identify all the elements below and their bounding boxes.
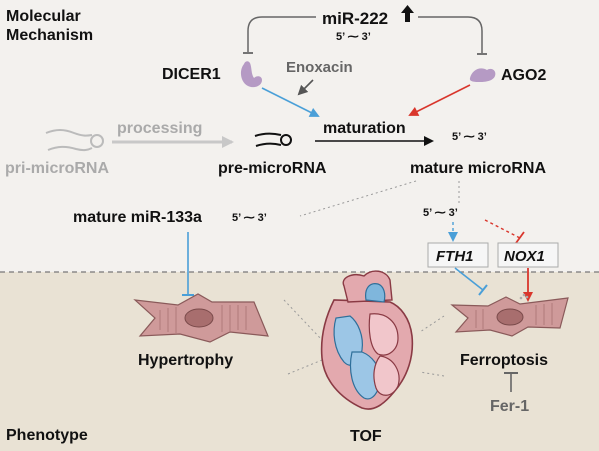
mature-microrna-strand: 5’ ⁓ 3’: [452, 131, 487, 143]
pre-microrna-label: pre-microRNA: [218, 160, 327, 177]
mir222-label: miR-222: [322, 9, 388, 28]
dicer1-protein-icon: [240, 61, 262, 88]
dicer1-label: DICER1: [162, 66, 221, 83]
section-phenotype: Phenotype: [6, 427, 88, 444]
enoxacin-label: Enoxacin: [286, 59, 353, 76]
hypertrophy-cell-icon: [133, 293, 269, 343]
target-strand: 5’ ⁓ 3’: [423, 207, 458, 219]
mir222-inhibit-ago2: [418, 16, 483, 53]
heart-projection-lines: [283, 299, 445, 377]
up-arrow-icon: [401, 5, 414, 22]
ago2-to-maturation-arrow: [408, 84, 471, 116]
fth1-box: [427, 242, 489, 268]
nox1-label: NOX1: [504, 248, 545, 265]
tof-label: TOF: [350, 428, 382, 445]
mir222-strand: 5’ ⁓ 3’: [336, 31, 371, 43]
fth1-inhibit-line: [454, 267, 484, 291]
mature-mir133a-label: mature miR-133a: [73, 209, 202, 226]
mir133a-strand: 5’ ⁓ 3’: [232, 212, 267, 224]
pre-microrna-hairpin-icon: [254, 132, 292, 147]
pri-microrna-hairpin-icon: [45, 129, 104, 152]
processing-label: processing: [117, 120, 202, 137]
dicer1-to-maturation-arrow: [261, 87, 320, 117]
connector-to-mir133a: [299, 180, 417, 217]
ros-dots-icon: [519, 293, 529, 300]
to-nox1-dashed-inhibit: [484, 219, 521, 239]
tof-heart-icon: [320, 270, 414, 410]
hypertrophy-label: Hypertrophy: [138, 352, 233, 369]
mature-microrna-label: mature microRNA: [410, 160, 546, 177]
ferroptosis-label: Ferroptosis: [460, 352, 548, 369]
nox1-box: [497, 242, 559, 268]
pri-microrna-label: pri-microRNA: [5, 160, 109, 177]
fer1-label: Fer-1: [490, 398, 529, 415]
enoxacin-arrow: [297, 79, 314, 96]
section-mechanism-line2: Mechanism: [6, 27, 93, 44]
ago2-label: AGO2: [501, 67, 546, 84]
fth1-label: FTH1: [436, 248, 474, 265]
maturation-label: maturation: [323, 120, 406, 137]
section-mechanism-line1: Molecular: [6, 8, 81, 25]
ferroptosis-cell-icon: [450, 296, 569, 337]
ago2-protein-icon: [469, 68, 496, 82]
mir222-inhibit-dicer1: [247, 16, 316, 52]
